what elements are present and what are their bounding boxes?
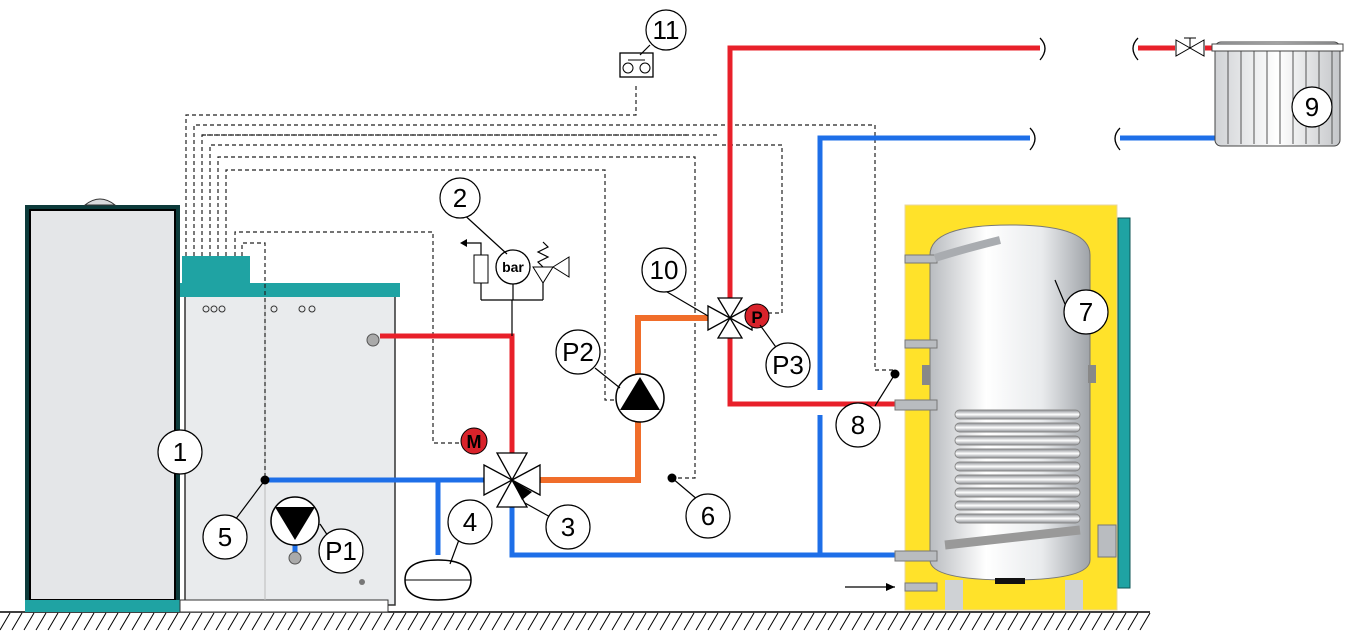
callout-p1: P1: [318, 528, 364, 574]
callout-2: 2: [439, 177, 481, 219]
hot-water-tank: [845, 204, 1131, 611]
svg-text:P1: P1: [325, 536, 357, 566]
svg-text:2: 2: [453, 183, 467, 213]
svg-text:6: 6: [701, 501, 715, 531]
svg-text:5: 5: [218, 522, 232, 552]
pump-p1: [270, 496, 320, 565]
safety-group: bar: [460, 239, 570, 285]
radiator-valve: [1175, 37, 1205, 57]
svg-text:3: 3: [561, 512, 575, 542]
svg-text:7: 7: [1079, 297, 1093, 327]
callout-7: 7: [1063, 289, 1109, 335]
room-thermostat: [619, 52, 654, 78]
svg-text:4: 4: [463, 507, 477, 537]
pressure-gauge-icon: [495, 249, 531, 285]
callouts: 1 2 3 4 5 6 7 8: [157, 9, 1333, 574]
pump-p2: [615, 373, 665, 423]
pipe-break-marks: [1029, 37, 1139, 151]
callout-3: 3: [545, 504, 591, 550]
callout-10: 10: [641, 247, 687, 293]
svg-text:8: 8: [851, 410, 865, 440]
mixing-motor-icon: M: [460, 427, 488, 455]
mixing-valve: [483, 452, 541, 508]
callout-5: 5: [202, 514, 248, 560]
callout-4: 4: [447, 499, 493, 545]
svg-text:P3: P3: [772, 350, 804, 380]
callout-1: 1: [157, 429, 203, 475]
callout-9: 9: [1291, 86, 1333, 128]
callout-11: 11: [645, 9, 687, 51]
motor-label: M: [467, 432, 482, 452]
svg-text:11: 11: [653, 15, 680, 45]
callout-8: 8: [835, 402, 881, 448]
pressure-sensor-icon: P: [744, 303, 770, 329]
callout-p3: P3: [765, 342, 811, 388]
ground-hatching: [0, 611, 1151, 631]
svg-text:P2: P2: [562, 337, 594, 367]
svg-text:9: 9: [1305, 92, 1319, 122]
callout-6: 6: [685, 493, 731, 539]
control-cables: [185, 85, 895, 480]
expansion-vessel: [404, 559, 472, 601]
gauge-label: bar: [502, 259, 524, 275]
svg-text:10: 10: [650, 255, 679, 285]
svg-text:1: 1: [173, 437, 187, 467]
callout-p2: P2: [555, 329, 601, 375]
pressure-sensor-label: P: [751, 308, 762, 327]
